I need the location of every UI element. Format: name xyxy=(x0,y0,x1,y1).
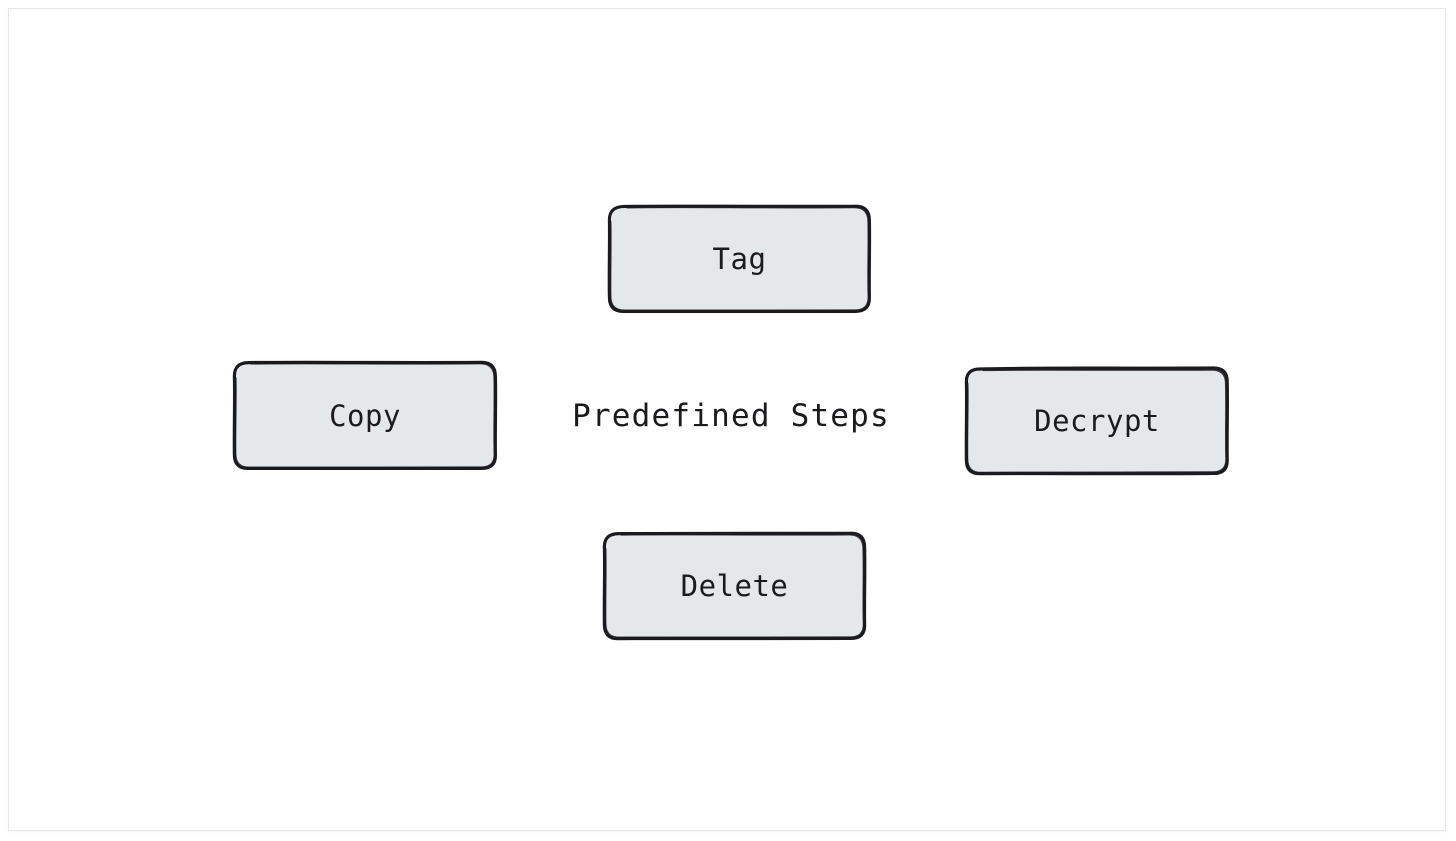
node-tag-label: Tag xyxy=(712,242,767,276)
node-copy-label: Copy xyxy=(329,398,401,433)
diagram-center-label: Predefined Steps xyxy=(572,398,890,434)
node-tag[interactable]: Tag xyxy=(607,204,872,314)
node-decrypt-label: Decrypt xyxy=(1034,404,1160,438)
node-decrypt[interactable]: Decrypt xyxy=(964,366,1229,476)
node-copy[interactable]: Copy xyxy=(232,360,498,471)
node-delete-label: Delete xyxy=(680,569,789,603)
diagram-surface[interactable]: Predefined Steps Tag Copy xyxy=(9,9,1445,830)
node-delete[interactable]: Delete xyxy=(602,531,867,641)
diagram-canvas-frame: Predefined Steps Tag Copy xyxy=(8,8,1446,831)
